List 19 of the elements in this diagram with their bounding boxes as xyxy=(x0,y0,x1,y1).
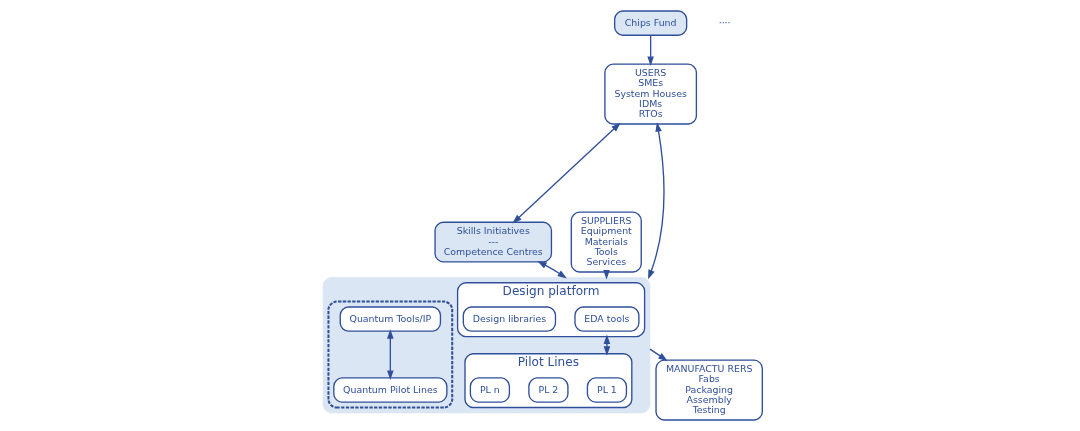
cluster xyxy=(327,300,454,409)
label: ···· xyxy=(718,16,731,28)
arrow xyxy=(647,34,654,66)
arrow xyxy=(387,329,394,380)
node-box: Chips Fund xyxy=(614,10,688,36)
node-box: PL n xyxy=(469,377,511,403)
node-box: Skills Initiatives --- Competence Centres xyxy=(434,221,553,263)
node-box: PL 2 xyxy=(528,377,569,403)
node-box: Quantum Tools/IP xyxy=(339,306,442,332)
arrow xyxy=(512,122,621,224)
node-box: EDA tools xyxy=(574,306,640,332)
arrow xyxy=(648,122,665,280)
node-box: MANUFACTU RERS Fabs Packaging Assembly Testing xyxy=(655,359,763,421)
cluster xyxy=(322,277,651,414)
arrow xyxy=(649,348,668,362)
node-box: Design libraries xyxy=(462,306,557,332)
node-box: USERS SMEs System Houses IDMs RTOs xyxy=(604,63,698,125)
node-box: Quantum Pilot Lines xyxy=(333,377,448,403)
node-box: PL 1 xyxy=(586,377,628,403)
